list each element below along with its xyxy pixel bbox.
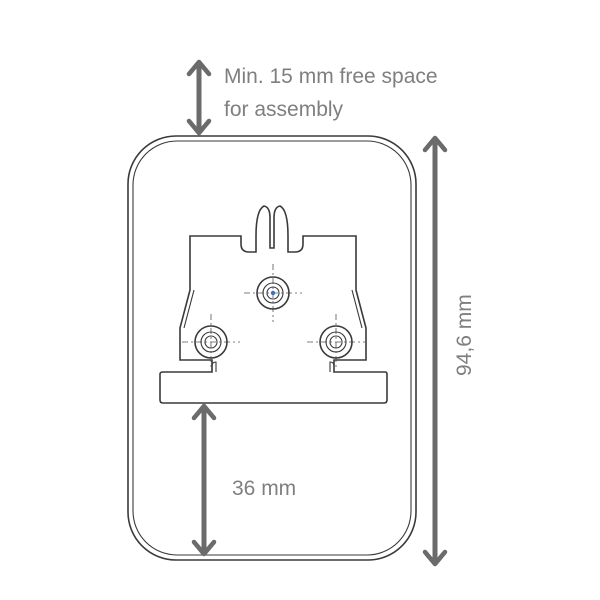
screw-top-inner	[266, 286, 280, 300]
housing-outer-outline	[127, 135, 417, 561]
screw-top	[244, 264, 302, 322]
screw-right-mid	[325, 331, 347, 353]
screw-top-mid	[262, 282, 284, 304]
distance-arrow-head-bottom	[191, 539, 217, 557]
screw-right	[307, 314, 365, 370]
free-space-label-line2: for assembly	[224, 98, 344, 121]
bracket-inner-edge	[183, 289, 363, 329]
height-dimension-arrow	[422, 135, 448, 567]
screw-left-inner	[204, 335, 218, 349]
screw-left-mid	[200, 331, 222, 353]
free-space-label-line1: Min. 15 mm free space	[224, 65, 438, 88]
screw-right-outer	[319, 325, 353, 359]
screw-left-outer	[194, 325, 228, 359]
bracket-slot-right	[329, 361, 335, 372]
height-arrow-head-bottom	[422, 549, 448, 567]
device-housing	[127, 135, 417, 561]
screw-top-center-dot	[270, 290, 276, 296]
housing-inner-outline	[132, 140, 412, 556]
free-space-dimension-arrow	[186, 59, 212, 136]
screw-right-inner	[329, 335, 343, 349]
bracket-slot-left	[211, 361, 217, 372]
free-space-arrow-head-bottom	[186, 118, 212, 136]
distance-label: 36 mm	[232, 477, 296, 500]
screw-top-outer	[256, 276, 290, 310]
distance-arrow-head-top	[191, 403, 217, 421]
distance-dimension-arrow	[191, 403, 217, 557]
mounting-bracket	[159, 205, 388, 404]
free-space-arrow-head-top	[186, 59, 212, 77]
height-arrow-head-top	[422, 135, 448, 153]
bracket-plate-outline	[159, 205, 388, 404]
height-label: 94,6 mm	[453, 294, 476, 376]
screw-left	[182, 314, 240, 370]
